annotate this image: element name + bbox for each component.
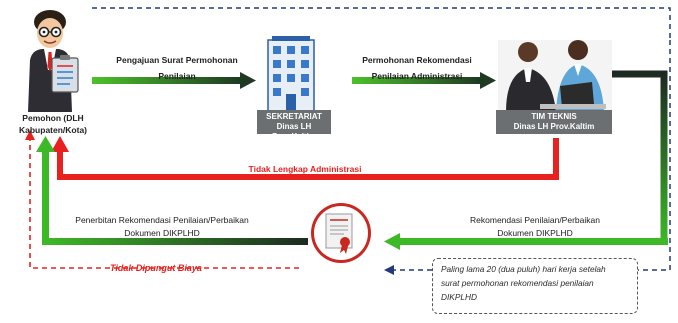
step1-label-line2: Penilaian bbox=[158, 71, 196, 81]
sekretariat-line1: SEKRETARIAT bbox=[266, 112, 322, 121]
arrow-step2-shaft bbox=[352, 77, 480, 84]
red-dashed-arrowhead bbox=[25, 130, 35, 140]
issuance-vertical bbox=[42, 150, 49, 245]
recommendation-label-line2: Dokumen DIKPLHD bbox=[497, 228, 573, 238]
note-line3: DIKPLHD bbox=[441, 292, 477, 302]
pemohon-label-line1: Pemohon (DLH bbox=[22, 113, 84, 123]
pemohon-label: Pemohon (DLH Kabupaten/Kota) bbox=[8, 112, 98, 136]
red-return-arrowhead bbox=[51, 136, 69, 152]
certificate-icon bbox=[311, 203, 371, 263]
right-green-connector bbox=[612, 70, 668, 242]
free-label: Tidak Dipungut Biaya bbox=[110, 263, 202, 273]
building-icon bbox=[267, 36, 315, 113]
arrow-step1-shaft bbox=[92, 77, 240, 84]
red-return-line bbox=[57, 138, 559, 180]
tim-teknis-line1: TIM TEKNIS bbox=[531, 112, 577, 121]
issuance-shaft bbox=[46, 238, 308, 245]
note-line2: surat permohonan rekomendasi penilaian bbox=[441, 278, 594, 288]
recommendation-arrowhead bbox=[384, 233, 400, 250]
arrow-step1-head bbox=[240, 72, 256, 89]
recommendation-label-line1: Rekomendasi Penilaian/Perbaikan bbox=[470, 215, 600, 225]
recommendation-label: Rekomendasi Penilaian/Perbaikan Dokumen … bbox=[440, 214, 630, 240]
issuance-label-line1: Penerbitan Rekomendasi Penilaian/Perbaik… bbox=[75, 215, 249, 225]
top-dashed-line bbox=[92, 7, 671, 40]
tim-teknis-caption-bg bbox=[496, 110, 612, 134]
pemohon-figure-icon bbox=[28, 10, 79, 112]
dashed-arrowhead bbox=[384, 265, 394, 275]
step1-label: Pengajuan Surat Permohonan Penilaian bbox=[102, 52, 252, 84]
sekretariat-caption-bg bbox=[257, 110, 331, 134]
sekretariat-caption: SEKRETARIAT Dinas LH Prov.Kaltim bbox=[257, 112, 331, 142]
deadline-note: Paling lama 20 (dua puluh) hari kerja se… bbox=[432, 258, 638, 314]
incomplete-label: Tidak Lengkap Administrasi bbox=[248, 164, 362, 174]
tim-teknis-line2: Dinas LH Prov.Kaltim bbox=[513, 122, 595, 131]
team-photo-icon bbox=[498, 40, 612, 114]
step2-label: Permohonan Rekomendasi Penilaian Adminis… bbox=[352, 52, 482, 84]
tim-teknis-caption: TIM TEKNIS Dinas LH Prov.Kaltim bbox=[496, 112, 612, 132]
note-line1: Paling lama 20 (dua puluh) hari kerja se… bbox=[441, 264, 606, 274]
arrow-step2-head bbox=[480, 72, 496, 89]
sekretariat-line2: Dinas LH Prov.Kaltim bbox=[272, 122, 316, 141]
step2-label-line1: Permohonan Rekomendasi bbox=[362, 55, 472, 65]
step2-label-line2: Penilaian Administrasi bbox=[371, 71, 463, 81]
step1-label-line1: Pengajuan Surat Permohonan bbox=[116, 55, 238, 65]
pemohon-label-line2: Kabupaten/Kota) bbox=[19, 125, 87, 135]
issuance-arrowhead bbox=[36, 136, 55, 152]
red-dashed-line bbox=[29, 136, 300, 269]
bottom-green-shaft bbox=[400, 238, 668, 245]
issuance-label-line2: Dokumen DIKPLHD bbox=[124, 228, 200, 238]
issuance-label: Penerbitan Rekomendasi Penilaian/Perbaik… bbox=[62, 214, 262, 240]
